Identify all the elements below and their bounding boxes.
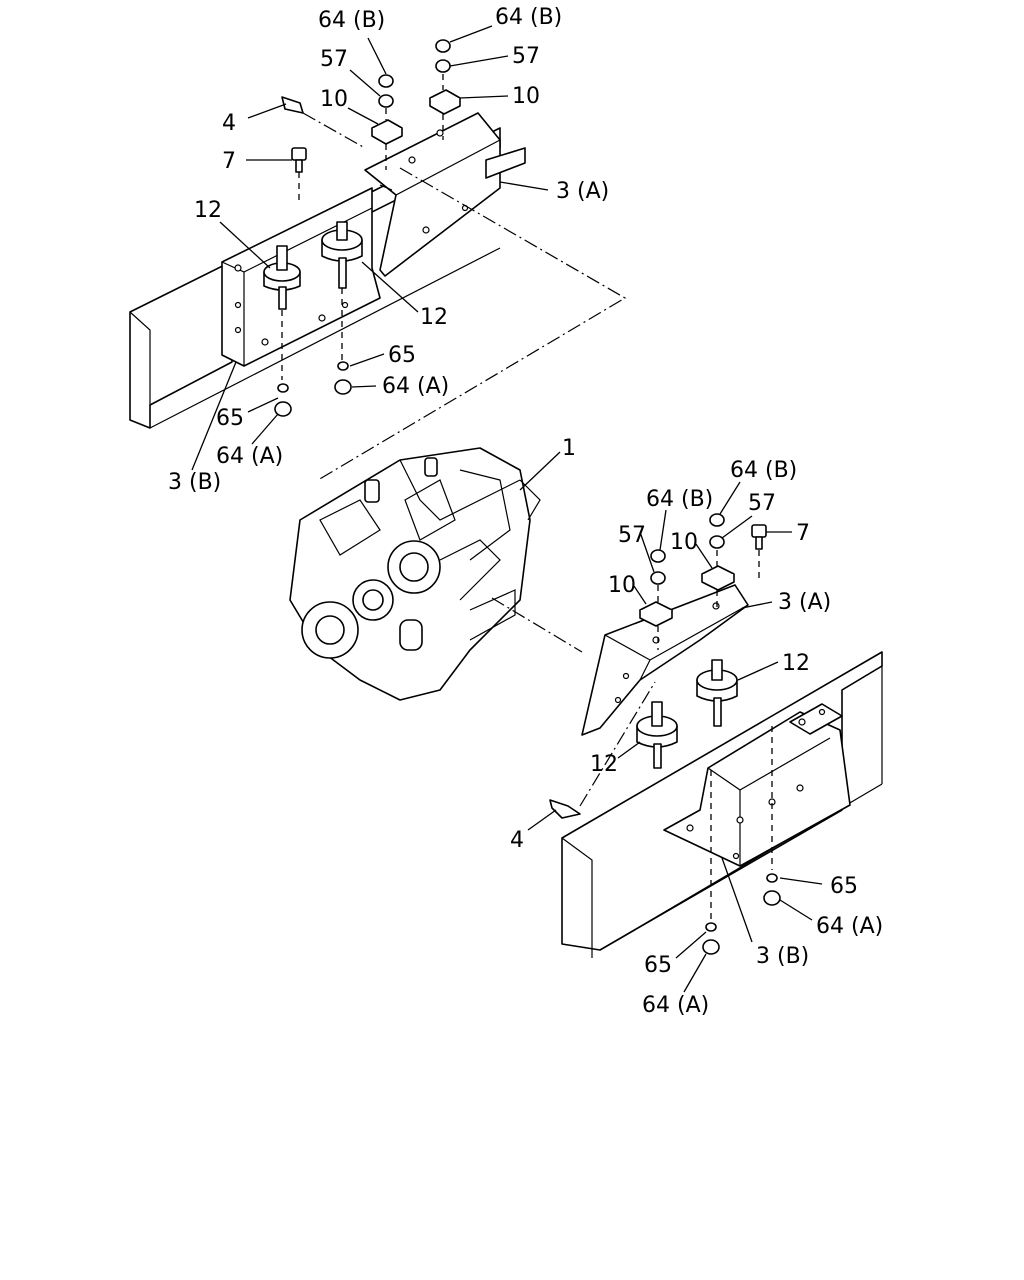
label-64a-lower-left: 64 (A) [642, 993, 709, 1018]
label-57-lower-left: 57 [618, 523, 646, 548]
lower-mount-left-12 [636, 701, 678, 769]
label-64b-top-left: 64 (B) [318, 8, 385, 33]
label-4-top: 4 [222, 111, 236, 136]
label-64b-top-right: 64 (B) [495, 5, 562, 30]
label-10-top-left: 10 [320, 87, 348, 112]
label-10-top-right: 10 [512, 84, 540, 109]
label-1-transmission: 1 [562, 436, 576, 461]
label-57-top-right: 57 [512, 44, 540, 69]
label-64a-top-right: 64 (A) [382, 374, 449, 399]
label-64b-lower-left: 64 (B) [646, 487, 713, 512]
lower-mount-right-12 [696, 659, 738, 727]
upper-mount-right-12 [321, 221, 363, 289]
upper-bracket-3b [221, 187, 381, 367]
transmission-body [289, 447, 583, 701]
label-64a-top-left: 64 (A) [216, 444, 283, 469]
label-12-lower-right: 12 [782, 651, 810, 676]
upper-centerlines [281, 74, 627, 481]
label-4-lower: 4 [510, 828, 524, 853]
label-65-top-left: 65 [216, 406, 244, 431]
label-64b-lower-right: 64 (B) [730, 458, 797, 483]
label-10-lower-left: 10 [608, 573, 636, 598]
lower-centerlines [579, 550, 773, 920]
label-7-lower: 7 [796, 521, 810, 546]
label-3b-top: 3 (B) [168, 470, 221, 495]
label-12-lower-left: 12 [590, 752, 618, 777]
label-65-top-right: 65 [388, 343, 416, 368]
label-7-top: 7 [222, 149, 236, 174]
label-3b-lower: 3 (B) [756, 944, 809, 969]
callout-labels: 64 (B) 64 (B) 57 57 10 10 4 7 3 (A) 12 1… [168, 5, 883, 1018]
label-10-lower-right: 10 [670, 530, 698, 555]
label-65-lower-left: 65 [644, 953, 672, 978]
upper-mount-left-12 [263, 245, 301, 310]
label-3a-top: 3 (A) [556, 179, 609, 204]
label-65-lower-right: 65 [830, 874, 858, 899]
label-57-lower-right: 57 [748, 491, 776, 516]
label-57-top-left: 57 [320, 47, 348, 72]
label-12-top-left: 12 [194, 198, 222, 223]
upper-fasteners [274, 39, 461, 417]
lower-fasteners [549, 513, 781, 955]
label-64a-lower-right: 64 (A) [816, 914, 883, 939]
upper-bracket-3a [364, 112, 526, 277]
label-12-top-right: 12 [420, 305, 448, 330]
leader-lines [191, 25, 823, 993]
label-3a-lower: 3 (A) [778, 590, 831, 615]
